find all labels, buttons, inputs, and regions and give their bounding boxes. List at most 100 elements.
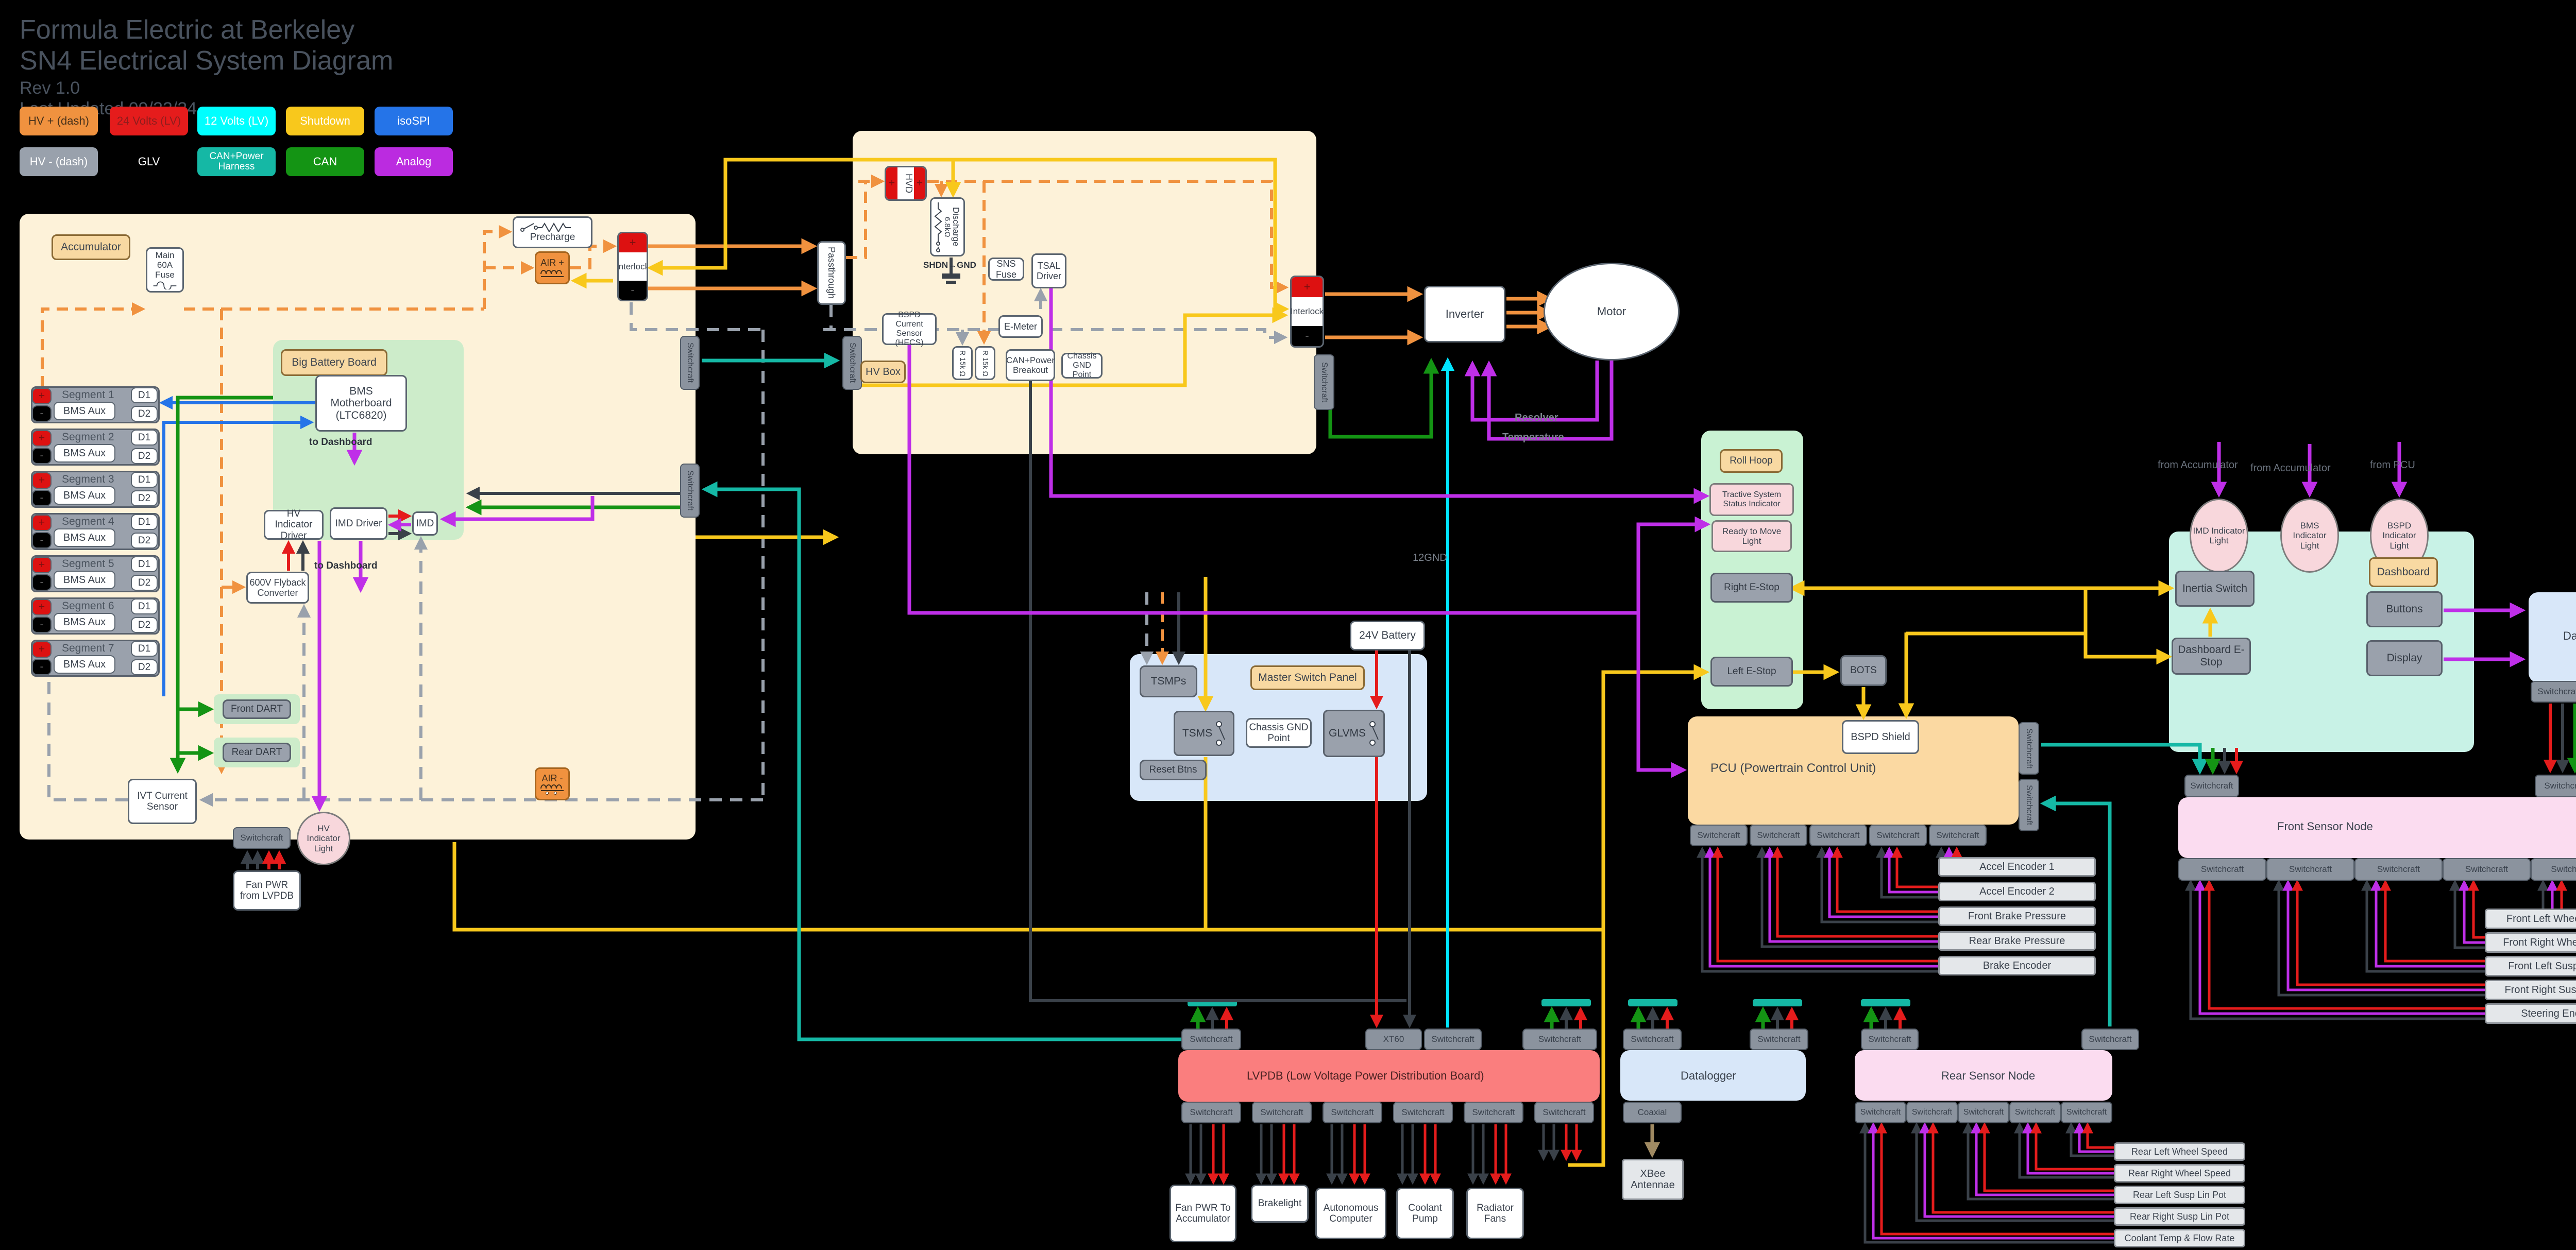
legend-can-power[interactable]: CAN+Power Harness: [197, 147, 276, 176]
node-hv-indicator-light[interactable]: HV Indicator Light: [297, 812, 350, 865]
connector-xt60[interactable]: XT60: [1365, 1029, 1422, 1050]
region-datalogger[interactable]: [1620, 1050, 1806, 1101]
node-ready-to-move-light[interactable]: Ready to Move Light: [1711, 520, 1792, 552]
node-bots[interactable]: BOTS: [1840, 655, 1887, 686]
roll-hoop-label[interactable]: Roll Hoop: [1720, 449, 1783, 473]
node-front-dart[interactable]: Front DART: [223, 699, 291, 719]
node-tsal-driver[interactable]: TSAL Driver: [1031, 253, 1066, 288]
node-interlock-hv[interactable]: + Interlock -: [1290, 276, 1324, 348]
segment-bms-aux[interactable]: BMS Aux: [54, 486, 115, 505]
sensor-steering-encoder[interactable]: Steering Encoder: [2485, 1003, 2576, 1024]
node-imd-indicator-light[interactable]: IMD Indicator Light: [2190, 499, 2248, 573]
connector-switchcraft[interactable]: Switchcraft: [680, 336, 700, 390]
legend-hv-plus[interactable]: HV + (dash): [20, 107, 98, 135]
segment-d2[interactable]: D2: [131, 617, 158, 633]
connector-switchcraft[interactable]: Switchcraft: [2531, 681, 2576, 703]
connector-switchcraft[interactable]: Switchcraft: [680, 464, 700, 518]
segment-d1[interactable]: D1: [131, 556, 158, 572]
segment-d2[interactable]: D2: [131, 490, 158, 506]
node-flyback-converter[interactable]: 600V Flyback Converter: [246, 572, 309, 604]
node-ts-status-indicator[interactable]: Tractive System Status Indicator: [1709, 483, 1794, 516]
node-can-power-breakout[interactable]: CAN+Power Breakout: [1006, 349, 1055, 381]
segment-d1[interactable]: D1: [131, 472, 158, 488]
connector-switchcraft[interactable]: Switchcraft: [2009, 1102, 2061, 1123]
connector-switchcraft[interactable]: Switchcraft: [2354, 858, 2443, 881]
node-glvms[interactable]: GLVMS: [1323, 710, 1385, 757]
node-bspd-current-sensor[interactable]: BSPD Current Sensor (HECS): [882, 311, 937, 347]
segment-d2[interactable]: D2: [131, 448, 158, 464]
sensor-front-right-susp-lin-pot[interactable]: Front Right Susp Lin Pot: [2485, 980, 2576, 1000]
connector-switchcraft[interactable]: Switchcraft: [2019, 722, 2039, 775]
region-rear-sensor-node[interactable]: [1855, 1050, 2112, 1101]
connector-switchcraft[interactable]: Switchcraft: [1809, 825, 1867, 846]
connector-switchcraft[interactable]: Switchcraft: [1181, 1029, 1241, 1050]
connector-switchcraft[interactable]: Switchcraft: [1393, 1102, 1453, 1123]
segment-d2[interactable]: D2: [131, 575, 158, 591]
node-r15k-left[interactable]: R 15k Ω: [952, 346, 973, 380]
sensor-front-left-susp-lin-pot[interactable]: Front Left Susp Lin Pot: [2485, 956, 2576, 977]
connector-switchcraft[interactable]: Switchcraft: [2535, 775, 2576, 797]
connector-switchcraft[interactable]: Switchcraft: [1958, 1102, 2009, 1123]
node-inertia-switch[interactable]: Inertia Switch: [2175, 571, 2255, 607]
segment-bms-aux[interactable]: BMS Aux: [54, 571, 115, 589]
segment-bms-aux[interactable]: BMS Aux: [54, 402, 115, 420]
load-fan-pwr-to-accumulator[interactable]: Fan PWR To Accumulator: [1170, 1185, 1236, 1242]
sensor-front-left-wheel-speed[interactable]: Front Left Wheel Speed: [2485, 909, 2576, 929]
sensor-rear-brake-pressure[interactable]: Rear Brake Pressure: [1938, 931, 2096, 951]
connector-switchcraft[interactable]: Switchcraft: [1323, 1102, 1382, 1123]
segment-d1[interactable]: D1: [131, 387, 158, 403]
connector-switchcraft[interactable]: Switchcraft: [1690, 825, 1748, 846]
connector-switchcraft[interactable]: Switchcraft: [1181, 1102, 1241, 1123]
segment-d2[interactable]: D2: [131, 533, 158, 549]
node-imd[interactable]: IMD: [412, 511, 438, 536]
region-front-sensor-node[interactable]: [2178, 797, 2576, 858]
connector-switchcraft[interactable]: Switchcraft: [2178, 858, 2266, 881]
node-e-meter[interactable]: E-Meter: [998, 315, 1043, 338]
connector-switchcraft[interactable]: Switchcraft: [2081, 1029, 2139, 1050]
connector-switchcraft[interactable]: Switchcraft: [1252, 1102, 1312, 1123]
master-switch-panel-label[interactable]: Master Switch Panel: [1250, 665, 1365, 690]
connector-switchcraft[interactable]: Switchcraft: [1522, 1029, 1597, 1050]
node-imd-driver[interactable]: IMD Driver: [330, 507, 387, 540]
accumulator-label[interactable]: Accumulator: [52, 234, 130, 260]
connector-switchcraft[interactable]: Switchcraft: [1861, 1029, 1919, 1050]
connector-switchcraft[interactable]: Switchcraft: [1424, 1029, 1482, 1050]
region-dashboard-pcb[interactable]: [2529, 592, 2576, 682]
big-battery-board-label[interactable]: Big Battery Board: [281, 349, 387, 376]
legend-analog[interactable]: Analog: [375, 147, 453, 176]
sensor-coolant-temp-flow[interactable]: Coolant Temp & Flow Rate: [2114, 1229, 2245, 1247]
node-passthrough[interactable]: Passthrough: [817, 241, 846, 305]
sensor-front-right-wheel-speed[interactable]: Front Right Wheel Speed: [2485, 932, 2576, 953]
legend-12v[interactable]: 12 Volts (LV): [197, 107, 276, 135]
segment-d1[interactable]: D1: [131, 430, 158, 446]
segment-bms-aux[interactable]: BMS Aux: [54, 655, 115, 674]
node-buttons[interactable]: Buttons: [2366, 591, 2443, 627]
segment-bms-aux[interactable]: BMS Aux: [54, 613, 115, 631]
segment-d1[interactable]: D1: [131, 514, 158, 530]
node-rear-dart[interactable]: Rear DART: [223, 743, 291, 762]
node-24v-battery[interactable]: 24V Battery: [1350, 621, 1425, 650]
segment-bms-aux[interactable]: BMS Aux: [54, 444, 115, 463]
node-right-estop[interactable]: Right E-Stop: [1710, 573, 1793, 603]
sensor-brake-encoder[interactable]: Brake Encoder: [1938, 956, 2096, 975]
node-r15k-right[interactable]: R 15k Ω: [975, 346, 995, 380]
connector-switchcraft[interactable]: Switchcraft: [1750, 1029, 1808, 1050]
connector-switchcraft[interactable]: Switchcraft: [842, 336, 862, 390]
legend-24v[interactable]: 24 Volts (LV): [110, 107, 188, 135]
node-left-estop[interactable]: Left E-Stop: [1710, 657, 1793, 687]
connector-coaxial[interactable]: Coaxial: [1623, 1102, 1682, 1123]
connector-switchcraft[interactable]: Switchcraft: [1750, 825, 1807, 846]
node-interlock-accumulator[interactable]: + Interlock -: [617, 232, 648, 301]
legend-glv[interactable]: GLV: [138, 155, 160, 168]
dashboard-label[interactable]: Dashboard: [2369, 557, 2438, 587]
node-precharge[interactable]: Precharge: [513, 216, 592, 248]
connector-switchcraft[interactable]: Switchcraft: [1623, 1029, 1682, 1050]
node-discharge[interactable]: 6.8kΩ Discharge: [930, 197, 965, 256]
node-sns-fuse[interactable]: SNS Fuse: [988, 258, 1024, 281]
region-lvpdb[interactable]: [1178, 1050, 1600, 1102]
connector-switchcraft[interactable]: Switchcraft: [1534, 1102, 1594, 1123]
node-tsms[interactable]: TSMS: [1174, 711, 1234, 756]
segment-bms-aux[interactable]: BMS Aux: [54, 528, 115, 547]
node-xbee-antennae[interactable]: XBee Antennae: [1622, 1159, 1684, 1200]
node-chassis-gnd-msp[interactable]: Chassis GND Point: [1246, 718, 1312, 748]
